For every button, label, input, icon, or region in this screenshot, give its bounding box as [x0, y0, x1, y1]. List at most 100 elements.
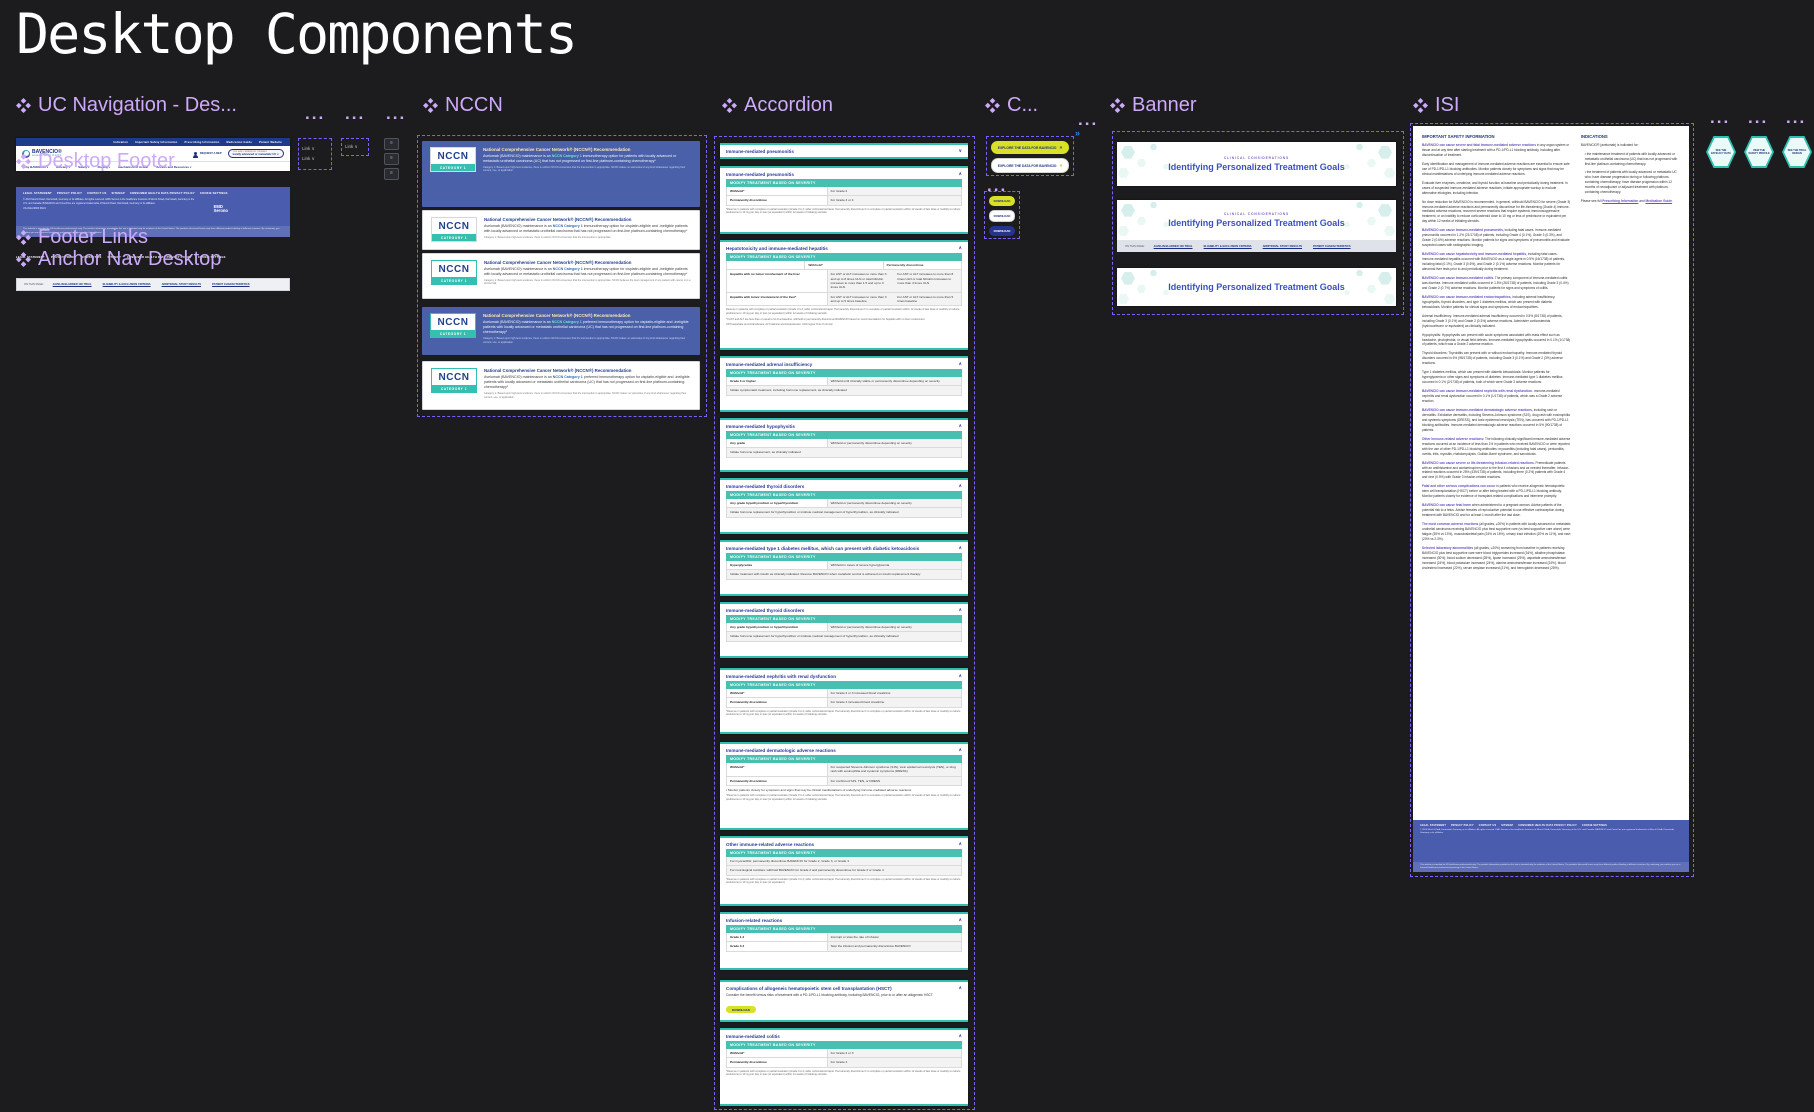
- prescribing-information-link[interactable]: Prescribing Information: [1602, 198, 1639, 203]
- anchor-link[interactable]: ADDITIONAL STUDY RESULTS: [1262, 244, 1303, 248]
- anchor-link[interactable]: JAVELIN BLADDER 100 TRIAL: [1153, 244, 1193, 248]
- download-button[interactable]: DOWNLOAD: [989, 226, 1015, 236]
- nav-menu-item[interactable]: Dosing ∨: [97, 165, 111, 169]
- menu-button[interactable]: ≡: [384, 153, 399, 165]
- indication-selector[interactable]: YOU ARE CURRENTLY VIEWING locally advanc…: [227, 148, 284, 159]
- utility-link[interactable]: Patient Website: [259, 140, 282, 144]
- nccn-category-link[interactable]: NCCN Category 1: [552, 223, 583, 228]
- footer-link[interactable]: COOKIE SETTINGS: [199, 192, 228, 195]
- accordion-header[interactable]: Other immune-related adverse reactions∧: [726, 841, 962, 847]
- isi-link[interactable]: Selected laboratory abnormalities: [1422, 545, 1474, 550]
- accordion-header[interactable]: Immune-mediated hypophysitis∧: [726, 423, 962, 429]
- brand-logo[interactable]: BAVENCIO® avelumab injection 20 mg/mL: [22, 149, 62, 158]
- isi-link[interactable]: BAVENCIO can cause immune-mediated derma…: [1422, 407, 1533, 412]
- medication-guide-link[interactable]: Medication Guide: [1645, 198, 1673, 203]
- truncated-label[interactable]: ...: [1786, 108, 1807, 127]
- footer-link[interactable]: CONSUMER HEALTH DATA PRIVACY POLICY: [129, 192, 195, 195]
- footer-link[interactable]: LEGAL STATEMENT: [1420, 824, 1446, 827]
- utility-link[interactable]: Medication Guide: [226, 140, 253, 144]
- footer-link[interactable]: LEGAL STATEMENT: [23, 192, 52, 195]
- link-chip[interactable]: Link ∨: [302, 156, 328, 162]
- accordion-header[interactable]: Hepatotoxicity and immune-mediated hepat…: [726, 245, 962, 251]
- isi-link[interactable]: BAVENCIO can cause fetal harm: [1422, 503, 1472, 508]
- section-label-isi[interactable]: ISI: [1413, 94, 1459, 117]
- isi-link[interactable]: BAVENCIO can cause immune-mediated nephr…: [1422, 389, 1533, 394]
- accordion-header[interactable]: Immune-mediated nephritis with renal dys…: [726, 673, 962, 679]
- truncated-label[interactable]: ...: [345, 104, 366, 123]
- anchor-link[interactable]: PATIENT CHARACTERISTICS: [212, 283, 250, 286]
- section-label-banner[interactable]: Banner: [1110, 94, 1197, 117]
- footer-link[interactable]: CONTACT US: [87, 192, 107, 195]
- accordion-header[interactable]: Immune-mediated thyroid disorders∧: [726, 607, 962, 613]
- accordion-header[interactable]: Infusion-related reactions∧: [726, 917, 962, 923]
- section-label-footer-links[interactable]: Footer Links: [16, 226, 148, 249]
- footer-link[interactable]: CONTACT US: [82, 256, 102, 259]
- isi-link[interactable]: Fatal and other serious complications ca…: [1422, 484, 1496, 489]
- truncated-label[interactable]: ...: [987, 176, 1008, 195]
- accordion-header[interactable]: Immune-mediated pneumonitis∧: [726, 171, 962, 177]
- accordion-header[interactable]: Complications of allogeneic hematopoieti…: [726, 985, 962, 991]
- footer-link[interactable]: COOKIE SETTINGS: [1581, 824, 1607, 827]
- utility-link[interactable]: Important Safety Information: [135, 140, 178, 144]
- isi-link[interactable]: BAVENCIO can cause immune-mediated endoc…: [1422, 294, 1512, 299]
- utility-link[interactable]: Indication: [113, 140, 129, 144]
- accordion-header[interactable]: Immune-mediated thyroid disorders∧: [726, 483, 962, 489]
- link-chip[interactable]: Link ∨: [345, 144, 365, 150]
- anchor-link[interactable]: ELIGIBILITY & EXCLUSION CRITERIA: [1203, 244, 1252, 248]
- footer-link[interactable]: SITEMAP: [1501, 824, 1514, 827]
- hexagon-badge[interactable]: VIEW THE SAFETY PROFILE: [1744, 136, 1774, 168]
- footer-link[interactable]: SITEMAP: [107, 256, 121, 259]
- section-label-nccn[interactable]: NCCN: [423, 94, 503, 117]
- isi-link[interactable]: The most common adverse reactions: [1422, 522, 1479, 527]
- footer-link[interactable]: COOKIE SETTINGS: [197, 256, 226, 259]
- explore-data-button[interactable]: EXPLORE THE DATA FOR BAVENCIO»: [991, 141, 1069, 154]
- link-chip[interactable]: Link ∨: [302, 146, 328, 152]
- footer-link[interactable]: PRIVACY POLICY: [1450, 824, 1474, 827]
- anchor-link[interactable]: ADDITIONAL STUDY RESULTS: [161, 283, 202, 286]
- accordion-header[interactable]: Immune-mediated dermatologic adverse rea…: [726, 747, 962, 753]
- nccn-category-link[interactable]: NCCN Category 1: [552, 266, 583, 271]
- utility-link[interactable]: Prescribing Information: [184, 140, 220, 144]
- footer-link[interactable]: CONSUMER HEALTH DATA PRIVACY POLICY: [126, 256, 192, 259]
- footer-link[interactable]: PRIVACY POLICY: [56, 192, 83, 195]
- truncated-label[interactable]: ...: [386, 104, 407, 123]
- nav-menu-item[interactable]: Access and Resources ∨: [156, 165, 192, 169]
- truncated-label[interactable]: ...: [305, 104, 326, 123]
- accordion-header[interactable]: Immune-mediated colitis∧: [726, 1033, 962, 1039]
- footer-link[interactable]: SITEMAP: [111, 192, 125, 195]
- isi-link[interactable]: Other immune-related adverse reactions:: [1422, 436, 1485, 441]
- section-label-uc-navigation[interactable]: UC Navigation - Des...: [16, 94, 237, 117]
- nav-menu-item[interactable]: Safety ∨: [78, 165, 90, 169]
- accordion-header[interactable]: Immune-mediated adrenal insufficiency∧: [726, 361, 962, 367]
- menu-button[interactable]: ≡: [384, 168, 399, 180]
- section-label-desktop-footer[interactable]: Desktop Footer: [16, 150, 175, 173]
- anchor-link[interactable]: JAVELIN BLADDER 100 TRIAL: [52, 283, 92, 286]
- nav-menu-item[interactable]: Why BAVENCIO ∨: [23, 165, 49, 169]
- nav-menu-item[interactable]: Efficacy ∨: [56, 165, 71, 169]
- accordion-header[interactable]: Immune-mediated type 1 diabetes mellitus…: [726, 545, 962, 551]
- hexagon-badge[interactable]: SEE THE EFFICACY DATA: [1706, 136, 1736, 168]
- download-button[interactable]: DOWNLOAD: [989, 210, 1015, 222]
- nav-menu-item[interactable]: Mechanism of Action: [118, 165, 149, 169]
- request-rep-button[interactable]: REQUEST A REP: [193, 151, 222, 158]
- download-button[interactable]: DOWNLOAD: [726, 1006, 756, 1014]
- isi-link[interactable]: BAVENCIO can cause immune-mediated colit…: [1422, 275, 1495, 280]
- nccn-category-link[interactable]: NCCN Category 1: [552, 374, 583, 379]
- nccn-category-link[interactable]: NCCN Category 1: [551, 153, 582, 158]
- section-label-cta[interactable]: C...: [985, 94, 1038, 117]
- hexagon-badge[interactable]: SEE THE TRIAL DESIGN: [1782, 136, 1812, 168]
- footer-link[interactable]: LEGAL STATEMENT: [16, 256, 45, 259]
- isi-link[interactable]: BAVENCIO can cause immune-mediated pneum…: [1422, 228, 1504, 233]
- footer-link[interactable]: CONTACT US: [1478, 824, 1497, 827]
- truncated-label[interactable]: ...: [1748, 108, 1769, 127]
- menu-button[interactable]: ≡: [384, 138, 399, 150]
- double-arrow-icon[interactable]: »: [1075, 128, 1081, 138]
- truncated-label[interactable]: ...: [1710, 108, 1731, 127]
- accordion-header[interactable]: Immune-mediated pneumonitis∨: [726, 148, 962, 154]
- nccn-category-link[interactable]: NCCN Category 1: [551, 319, 582, 324]
- section-label-accordion[interactable]: Accordion: [722, 94, 833, 117]
- isi-link[interactable]: BAVENCIO can cause severe or life-threat…: [1422, 460, 1535, 465]
- download-button[interactable]: DOWNLOAD: [989, 196, 1015, 206]
- anchor-link[interactable]: PATIENT CHARACTERISTICS: [1313, 244, 1351, 248]
- truncated-label[interactable]: ...: [1078, 110, 1099, 129]
